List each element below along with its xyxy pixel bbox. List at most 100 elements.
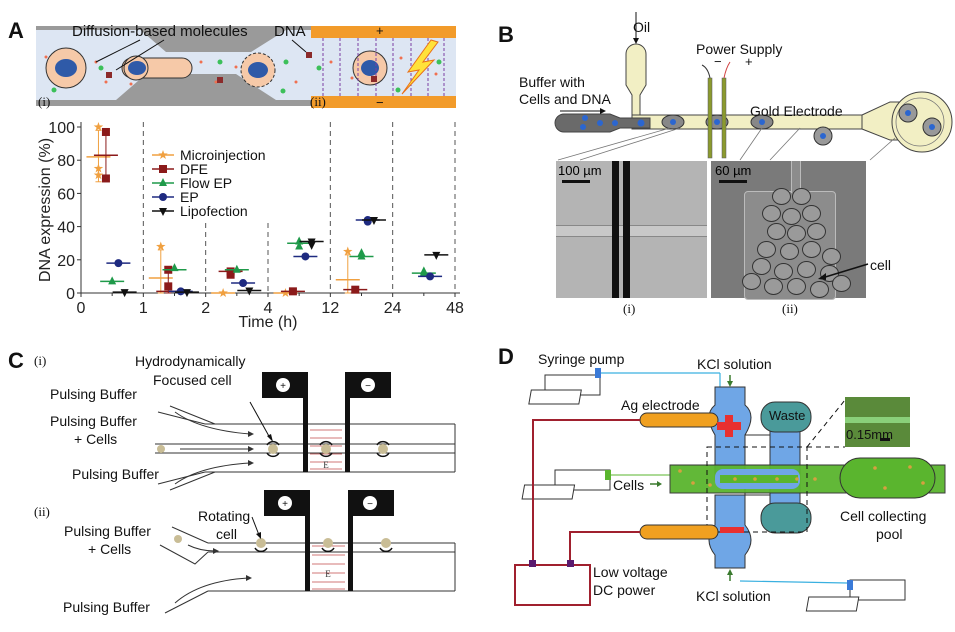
label-pool-line2: pool <box>876 526 903 542</box>
label-diffusion-molecules: Diffusion-based molecules <box>72 23 248 40</box>
flow-ep-point <box>357 251 366 260</box>
label-buffer-line1: Buffer with <box>519 74 585 90</box>
waste-reservoir <box>760 401 812 433</box>
wire-minus <box>569 531 640 565</box>
label-power-minus: − <box>714 54 722 69</box>
microinjection-point <box>93 170 104 180</box>
microinjection-point <box>280 288 291 298</box>
label-c-sub-ii: (ii) <box>34 504 50 519</box>
cell-electroporated <box>352 50 388 86</box>
cell-collecting-pool <box>839 457 936 499</box>
cell-dots <box>678 465 925 490</box>
cell-micrograph <box>792 188 811 205</box>
gold-electrode-1 <box>707 77 713 159</box>
minus-electrode-sign <box>720 527 744 533</box>
cell-micrograph <box>774 263 793 280</box>
dfe-point <box>101 174 110 183</box>
label-sub-i: (i) <box>38 94 51 109</box>
label-sub-ii: (ii) <box>310 94 326 109</box>
ep-point <box>114 259 123 268</box>
label-power-line2: DC power <box>593 582 656 598</box>
microinjection-point <box>218 288 228 298</box>
lipofection-point <box>307 241 316 250</box>
label-kcl-bottom: KCl solution <box>696 588 771 604</box>
syringe-pump-top <box>528 368 601 405</box>
ag-electrode-bottom <box>639 524 719 540</box>
electrode-minus-sign: − <box>365 381 371 392</box>
panel-a-letter: A <box>8 18 24 43</box>
y-tick-label: 0 <box>66 286 75 303</box>
microinjection-point <box>93 163 104 173</box>
x-tick-label: 4 <box>264 300 273 317</box>
cell-squeezed <box>121 55 193 81</box>
legend-label-flow-ep: Flow EP <box>180 175 232 191</box>
cell-micrograph <box>787 278 806 295</box>
electrode-minus-lead <box>345 372 350 472</box>
label-micrograph-ii: (ii) <box>782 301 798 316</box>
field-label-e-ii: E <box>325 569 331 579</box>
dfe-point <box>351 285 360 294</box>
label-inset-scale: 0.15mm <box>846 427 893 442</box>
x-tick-label: 24 <box>384 300 402 317</box>
cell-micrograph <box>802 205 821 222</box>
electrode-bottom <box>311 96 456 108</box>
legend-marker-dfe <box>159 165 167 173</box>
label-buffer-top: Pulsing Buffer <box>50 386 137 402</box>
label-ii-buffer-bottom: Pulsing Buffer <box>63 599 150 615</box>
scale-bar-i <box>562 180 590 183</box>
label-rotating-line1: Rotating <box>198 508 251 524</box>
label-buffer-line2: Cells and DNA <box>519 91 611 107</box>
dna-molecules <box>106 52 377 83</box>
cell-micrograph <box>807 223 826 240</box>
flow-ep-point <box>108 276 117 285</box>
cell-micrograph <box>787 225 806 242</box>
y-tick-label: 100 <box>48 120 75 137</box>
flow-ep-point <box>295 241 304 250</box>
flow-ep-point <box>419 268 428 277</box>
syringe-pump-bottom <box>805 579 906 612</box>
cell-arrow <box>818 263 869 280</box>
cell-micrograph <box>832 275 851 292</box>
lipofection-point <box>432 251 441 260</box>
legend-marker-flow-ep <box>159 178 167 186</box>
channel-wall-bottom <box>36 74 311 106</box>
label-cells: Cells <box>613 477 645 493</box>
electrode-plus-sign: + <box>280 381 286 392</box>
micrograph-i: 100 µm <box>556 161 707 298</box>
lipofection-point <box>182 289 191 298</box>
flow-ep-point <box>170 263 179 272</box>
panel-c-letter: C <box>8 348 24 373</box>
oil-inlet <box>625 43 647 119</box>
ag-electrode-top <box>639 412 719 428</box>
electrode-plus-lead <box>303 372 308 472</box>
label-focused-line1: Hydrodynamically <box>135 353 246 369</box>
cell-micrograph <box>822 248 841 265</box>
diffusion-molecules <box>44 55 438 86</box>
dc-power-supply <box>514 564 591 606</box>
label-power-plus: + <box>745 54 753 69</box>
x-tick-label: 2 <box>201 300 210 317</box>
label-ii-buffer-cells-line2: + Cells <box>88 541 132 557</box>
electrode-minus-sign-ii: − <box>367 499 373 510</box>
panel-c-ii-diagram: + − E <box>159 490 456 614</box>
gold-electrode-2 <box>721 77 727 159</box>
cell-micrograph <box>767 223 786 240</box>
scale-label-ii: 60 µm <box>715 163 752 178</box>
x-tick-label: 1 <box>139 300 148 317</box>
arrow-dna <box>291 39 307 53</box>
buffer-flow-arrow <box>560 108 606 114</box>
ep-point <box>239 279 248 288</box>
label-gold-electrode: Gold Electrode <box>750 103 843 119</box>
dfe-point <box>226 270 235 279</box>
ep-point <box>363 217 372 226</box>
cell-intact <box>45 47 87 89</box>
cell-micrograph <box>810 281 829 298</box>
channel-wall-top <box>36 26 311 52</box>
x-tick-label: 48 <box>446 300 464 317</box>
label-dna: DNA <box>274 23 306 40</box>
cell-micrograph <box>742 273 761 290</box>
electrode-plus-sign-ii: + <box>282 499 288 510</box>
panel-d-letter: D <box>498 344 514 369</box>
microinjection-point <box>343 246 353 256</box>
scale-bar-ii <box>719 180 747 183</box>
